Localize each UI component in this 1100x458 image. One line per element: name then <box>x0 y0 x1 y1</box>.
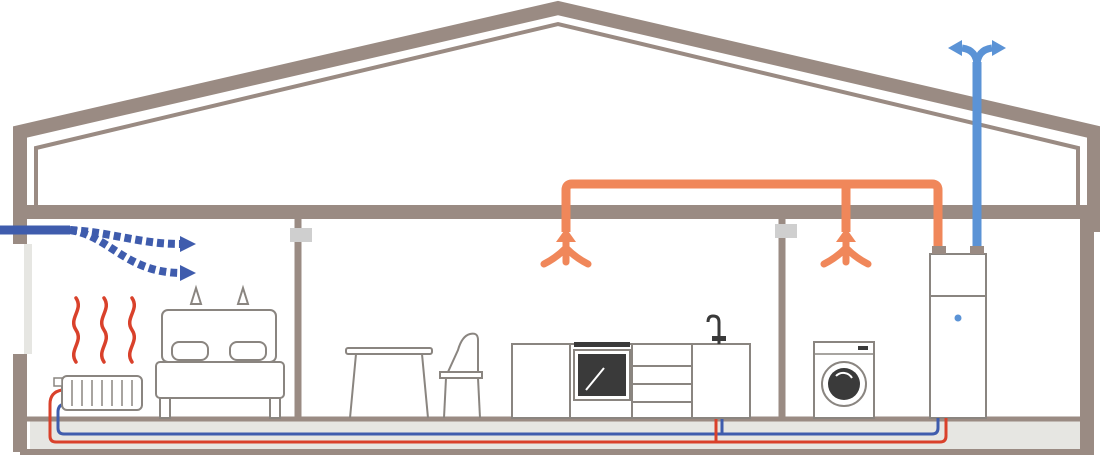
inner-roof-line <box>34 21 1080 214</box>
fresh-air-arrow-lower <box>180 265 196 281</box>
faucet-icon <box>706 314 726 344</box>
radiator-icon <box>53 375 143 411</box>
double-bed-icon <box>155 284 285 419</box>
fresh-air-arrow-upper <box>180 236 196 252</box>
vent-valve-2 <box>775 224 797 238</box>
exhaust-air-outlet <box>961 44 993 67</box>
heat-wave-1 <box>72 296 80 364</box>
heat-pump-unit-icon <box>929 246 987 419</box>
washing-machine-icon <box>813 341 875 419</box>
house-roof-icon <box>13 0 1100 232</box>
chair-icon <box>439 332 483 419</box>
supply-air-diffuser-1 <box>540 228 592 268</box>
exhaust-arrow-left <box>948 40 962 56</box>
supply-air-diffuser-2 <box>820 228 872 268</box>
hot-water-pipe <box>48 388 948 444</box>
heat-wave-2 <box>100 296 108 364</box>
table-icon <box>345 347 433 419</box>
vent-valve-1 <box>290 228 312 242</box>
left-window <box>24 244 32 354</box>
fresh-air-stream-lower <box>69 226 181 277</box>
cold-water-pipe <box>56 402 940 436</box>
exhaust-arrow-right <box>992 40 1006 56</box>
heat-wave-3 <box>128 296 136 364</box>
oven-icon <box>573 342 631 401</box>
supply-air-duct <box>561 179 943 250</box>
